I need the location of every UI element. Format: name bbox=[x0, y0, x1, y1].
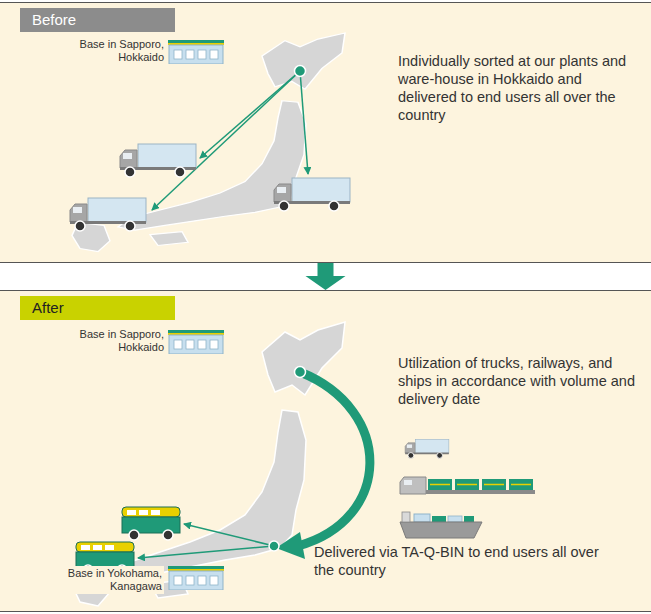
base-label: Base in Yokohama, Kanagawa bbox=[60, 566, 164, 594]
base-label: Base in Sapporo, Hokkaido bbox=[66, 38, 164, 64]
before-tag: Before bbox=[20, 8, 175, 32]
after-tag: After bbox=[20, 296, 175, 320]
description-text: Individually sorted at our plants and wa… bbox=[398, 52, 642, 124]
flow-arrow bbox=[306, 263, 346, 290]
base-label: Base in Sapporo, Hokkaido bbox=[66, 328, 164, 354]
description-text: Delivered via TA-Q-BIN to end users all … bbox=[314, 543, 614, 579]
description-text: Utilization of trucks, railways, and shi… bbox=[398, 354, 642, 408]
